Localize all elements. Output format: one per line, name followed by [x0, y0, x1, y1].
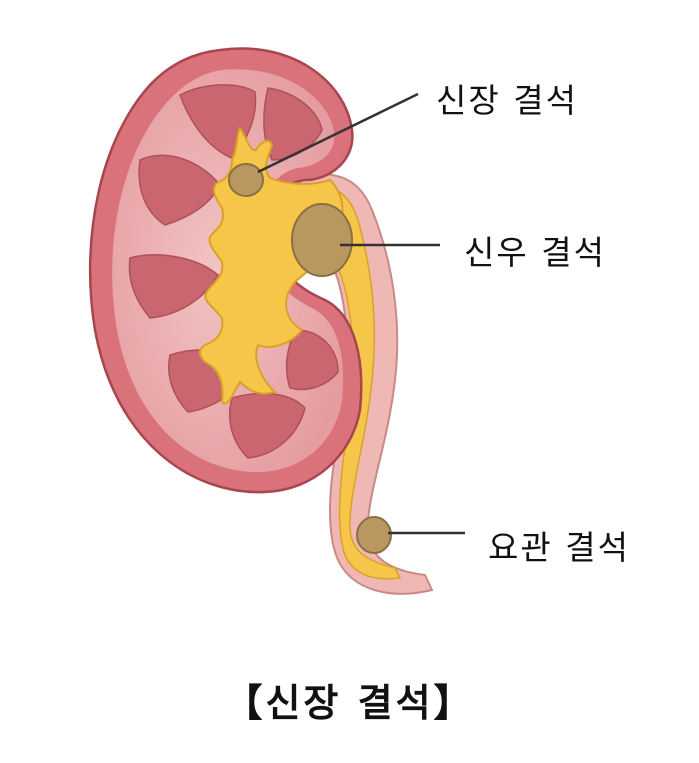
- ureter-stone-mark: [356, 516, 392, 554]
- leader-lines: [257, 92, 465, 535]
- pelvis-stone-mark: [291, 203, 353, 277]
- label-pelvis-stone: 신우 결석: [464, 233, 606, 272]
- leader-kidney: [257, 92, 419, 174]
- figure-caption: 【신장 결석】: [224, 681, 475, 725]
- stone-icon: [228, 163, 392, 554]
- renal-pelvis: [198, 126, 344, 405]
- label-kidney-stone: 신장 결석: [436, 81, 578, 120]
- renal-pyramids: [128, 84, 339, 459]
- label-ureter-stone: 요관 결석: [488, 528, 630, 567]
- kidney-stone-mark: [228, 163, 264, 197]
